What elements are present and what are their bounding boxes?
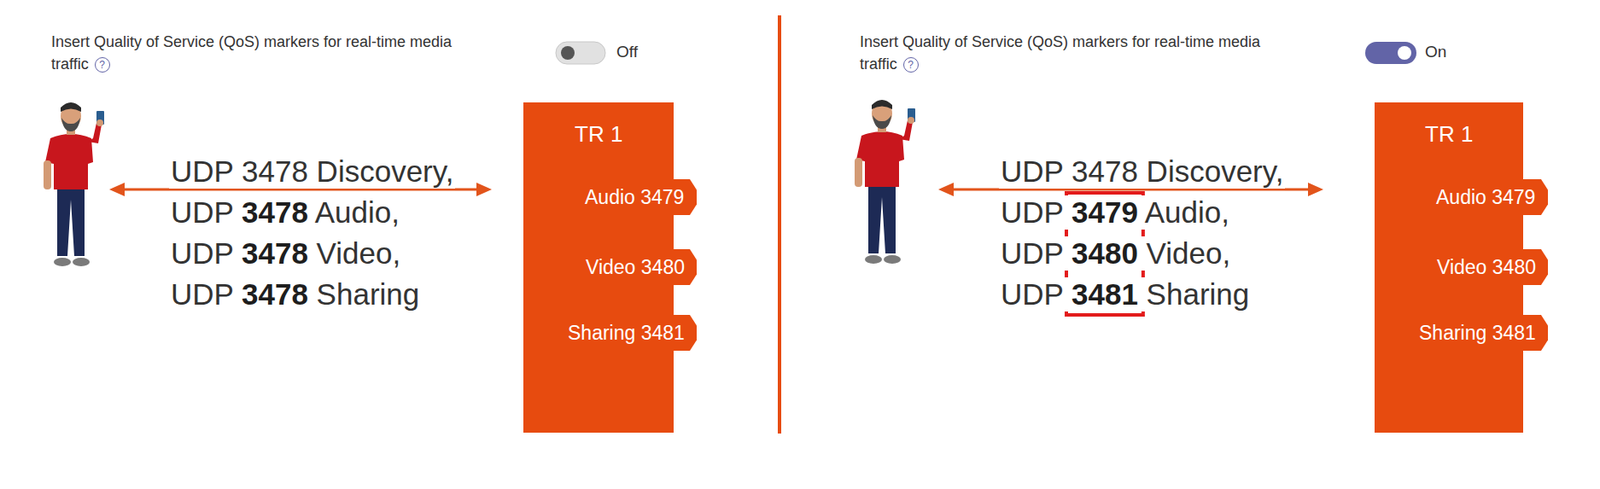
highlight-box [1066,192,1144,316]
setting-title: Insert Quality of Service (QoS) markers … [859,33,1261,73]
relay-title: TR 1 [1424,121,1473,148]
port-line: UDP 3478 Discovery, [998,154,1285,189]
port-label: Video 3480 [578,249,697,286]
person-figure [43,102,105,267]
toggle-off [555,41,606,65]
port-tab: Sharing 3481 [1412,315,1548,351]
port-tab: Video 3480 [1430,249,1548,286]
port-line: UDP 3479 Audio, [998,195,1232,230]
toggle-on [1365,41,1417,65]
port-line: UDP 3481 Sharing [998,277,1251,312]
port-label: Sharing 3481 [1412,315,1548,351]
setting-label: Insert Quality of Service (QoS) markers … [859,30,1270,76]
help-icon: ? [903,57,919,73]
port-tab: Audio 3479 [1429,179,1548,216]
port-line: UDP 3480 Video, [998,236,1233,271]
port-label: Audio 3479 [1429,179,1548,216]
transport-relay-box: TR 1Audio 3479Video 3480Sharing 3481 [1374,102,1524,433]
toggle-state: On [1424,42,1447,62]
port-label: Video 3480 [1430,249,1548,286]
person-figure [854,99,916,264]
setting-title: Insert Quality of Service (QoS) markers … [51,33,452,73]
setting-label: Insert Quality of Service (QoS) markers … [51,30,462,76]
port-label: Sharing 3481 [560,315,697,351]
port-line: UDP 3478 Discovery, [169,154,456,189]
port-tab: Video 3480 [578,249,697,286]
toggle-state: Off [616,42,638,62]
port-line: UDP 3478 Sharing [169,277,421,312]
help-icon: ? [94,57,111,73]
port-line: UDP 3478 Video, [169,236,403,271]
port-line: UDP 3478 Audio, [169,195,402,230]
relay-title: TR 1 [574,121,623,148]
divider-line [777,15,782,434]
port-label: Audio 3479 [578,179,697,216]
port-tab: Sharing 3481 [560,315,697,351]
port-tab: Audio 3479 [578,179,697,216]
transport-relay-box: TR 1Audio 3479Video 3480Sharing 3481 [523,102,674,433]
